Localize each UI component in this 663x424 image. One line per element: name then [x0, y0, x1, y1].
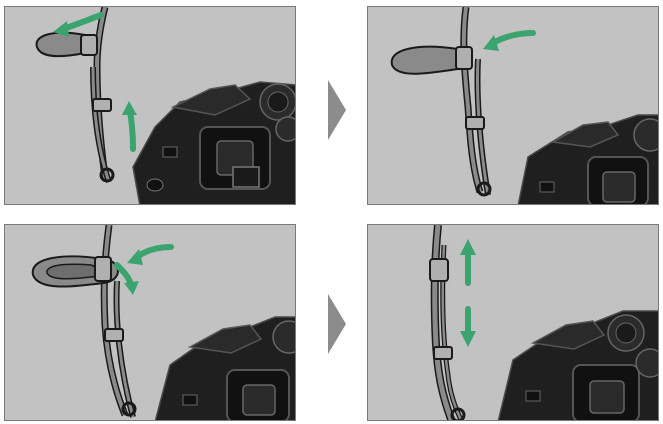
camera-illustration — [498, 311, 659, 421]
step-2-panel — [367, 6, 659, 205]
arrow-up-icon — [122, 101, 137, 149]
strap-illustration — [37, 7, 113, 182]
step-1-panel — [4, 6, 296, 205]
step-3-panel — [4, 224, 296, 421]
step-1-illustration — [5, 7, 296, 205]
chevron-right-icon — [326, 80, 348, 140]
arrow-curve-down-icon — [117, 265, 139, 295]
chevron-right-icon — [326, 294, 348, 354]
camera-illustration — [133, 82, 296, 205]
arrow-up-icon — [460, 239, 476, 283]
strap-illustration — [33, 225, 135, 417]
camera-illustration — [155, 317, 296, 421]
arrow-curve-left-icon — [483, 33, 533, 51]
arrow-down-icon — [460, 309, 476, 347]
step-4-panel — [367, 224, 659, 421]
step-3-illustration — [5, 225, 296, 421]
strap-illustration — [430, 225, 464, 421]
strap-illustration — [392, 7, 490, 195]
camera-illustration — [518, 115, 659, 205]
step-2-illustration — [368, 7, 659, 205]
step-4-illustration — [368, 225, 659, 421]
arrow-curve-left-icon — [127, 247, 171, 265]
